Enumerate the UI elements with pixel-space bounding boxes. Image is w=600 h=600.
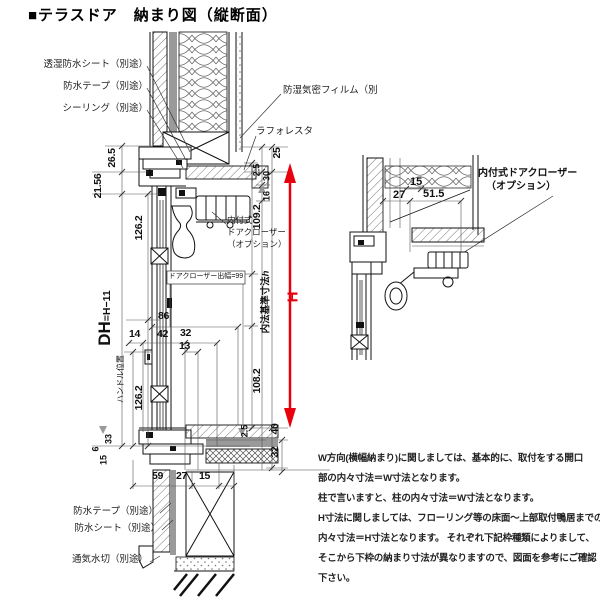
dim-86: 86: [158, 310, 170, 322]
closer-depth-label: ドアクローザー出幅=99: [168, 273, 244, 280]
callout-raforesuta: ラフォレスタ: [256, 126, 314, 137]
door-closer-main: [171, 187, 251, 259]
callout-toushitsu-sheet: 透湿防水シート（別途）: [43, 59, 148, 70]
sill-frame: [138, 427, 204, 465]
dim-59: 59: [152, 470, 164, 482]
callout-sealing: シーリング（別途）: [62, 103, 148, 114]
dim-108-2: 108.2: [250, 368, 263, 394]
floor-right: [185, 424, 330, 471]
wall-top: [149, 31, 243, 152]
note-line: H寸法に関しましては、フローリング等の床面～上部取付鴨居までの: [318, 513, 600, 524]
page-title: ■テラスドア 納まり図（縦断面）: [28, 7, 278, 24]
dim-126-2-upper: 126.2: [132, 215, 145, 241]
dim-42: 42: [157, 328, 169, 340]
dim-25: 25: [270, 147, 283, 159]
dim-26-5: 26.5: [105, 148, 118, 168]
dim-33: 33: [103, 433, 114, 445]
dim-40: 40: [268, 423, 281, 435]
h-arrow-label: H: [284, 291, 302, 303]
closer-depth-box: [166, 270, 246, 285]
callout-tsuuki-mizukiri: 通気水切（別途）: [71, 554, 148, 565]
detail-drawing: [349, 155, 485, 360]
dim-15-bottom: 15: [199, 470, 211, 482]
dim-14: 14: [129, 328, 141, 340]
dim-32: 32: [180, 327, 192, 339]
closer-line3: （オプション）: [227, 239, 287, 249]
head-frame: [138, 146, 192, 187]
detail-dim-15: 15: [410, 176, 423, 188]
dim-2-5-top: 2.5: [251, 163, 262, 177]
dim-32-right: 32: [268, 446, 281, 458]
dim-15-left: 15: [98, 454, 109, 466]
note-line: 柱で言いますと、柱の内々寸法＝W寸法となります。: [318, 493, 540, 504]
dimension-lines: [92, 145, 288, 489]
dh-main: DH: [95, 321, 114, 346]
note-line: 下さい。: [318, 573, 356, 584]
leader-lines: [146, 65, 554, 563]
dim-30: 30: [261, 170, 272, 182]
naihou-h: h: [260, 270, 272, 277]
h-arrow: [284, 163, 296, 428]
naihou-main: 内法基準寸法: [260, 276, 272, 334]
note-line: 内々寸法＝H寸法となります。 それぞれ下記枠種類によりまして、: [318, 533, 595, 544]
dim-16: 16: [261, 190, 272, 202]
dim-6: 6: [90, 446, 101, 452]
dim-dh: DH=H−11: [95, 290, 114, 346]
callout-closer-main: 内付式 ドアクローザー （オプション）: [227, 214, 287, 250]
handle-position-label: ハンドル位置: [116, 355, 125, 403]
closer-line1: 内付式: [227, 215, 253, 225]
naihou-kijun-label: 内法基準寸法h: [260, 270, 272, 334]
ground-hatch: [173, 570, 235, 597]
detail-closer-label-2: （オプション）: [486, 181, 556, 192]
dim-21-56: 21.56: [91, 173, 104, 199]
dim-126-2-lower: 126.2: [132, 385, 145, 411]
dimension-ticks: [99, 142, 286, 490]
detail-dim-51-5: 51.5: [423, 188, 445, 200]
dh-sub: =H−11: [101, 290, 113, 322]
note-line: 部の内々寸法＝W寸法となります。: [318, 473, 466, 484]
callout-boushitsu-film: 防湿気密フィルム（別: [283, 85, 378, 96]
door-panel: [144, 186, 172, 448]
note-line: そこから下枠の納まり寸法が異なりますので、図面を参考にご確認: [318, 553, 597, 564]
door-handle: [144, 349, 153, 365]
dim-109-2: 109.2: [250, 204, 263, 230]
dim-13: 13: [179, 340, 191, 352]
callout-bousui-tape-bottom: 防水テープ（別途）: [73, 506, 158, 517]
detail-dim-27: 27: [393, 189, 406, 201]
detail-closer-label-1: 内付式ドアクローザー: [478, 168, 578, 179]
callout-bousui-tape-top: 防水テープ（別途）: [63, 81, 148, 92]
closer-line2: ドアクローザー: [227, 227, 286, 237]
note-line: W方向(横幅納まり)に関しましては、基本的に、取付をする開口: [318, 453, 584, 464]
dim-2-5-bottom: 2.5: [239, 424, 250, 438]
dim-27-bottom: 27: [176, 470, 188, 482]
callout-bousui-sheet-bottom: 防水シート（別途）: [74, 523, 160, 534]
